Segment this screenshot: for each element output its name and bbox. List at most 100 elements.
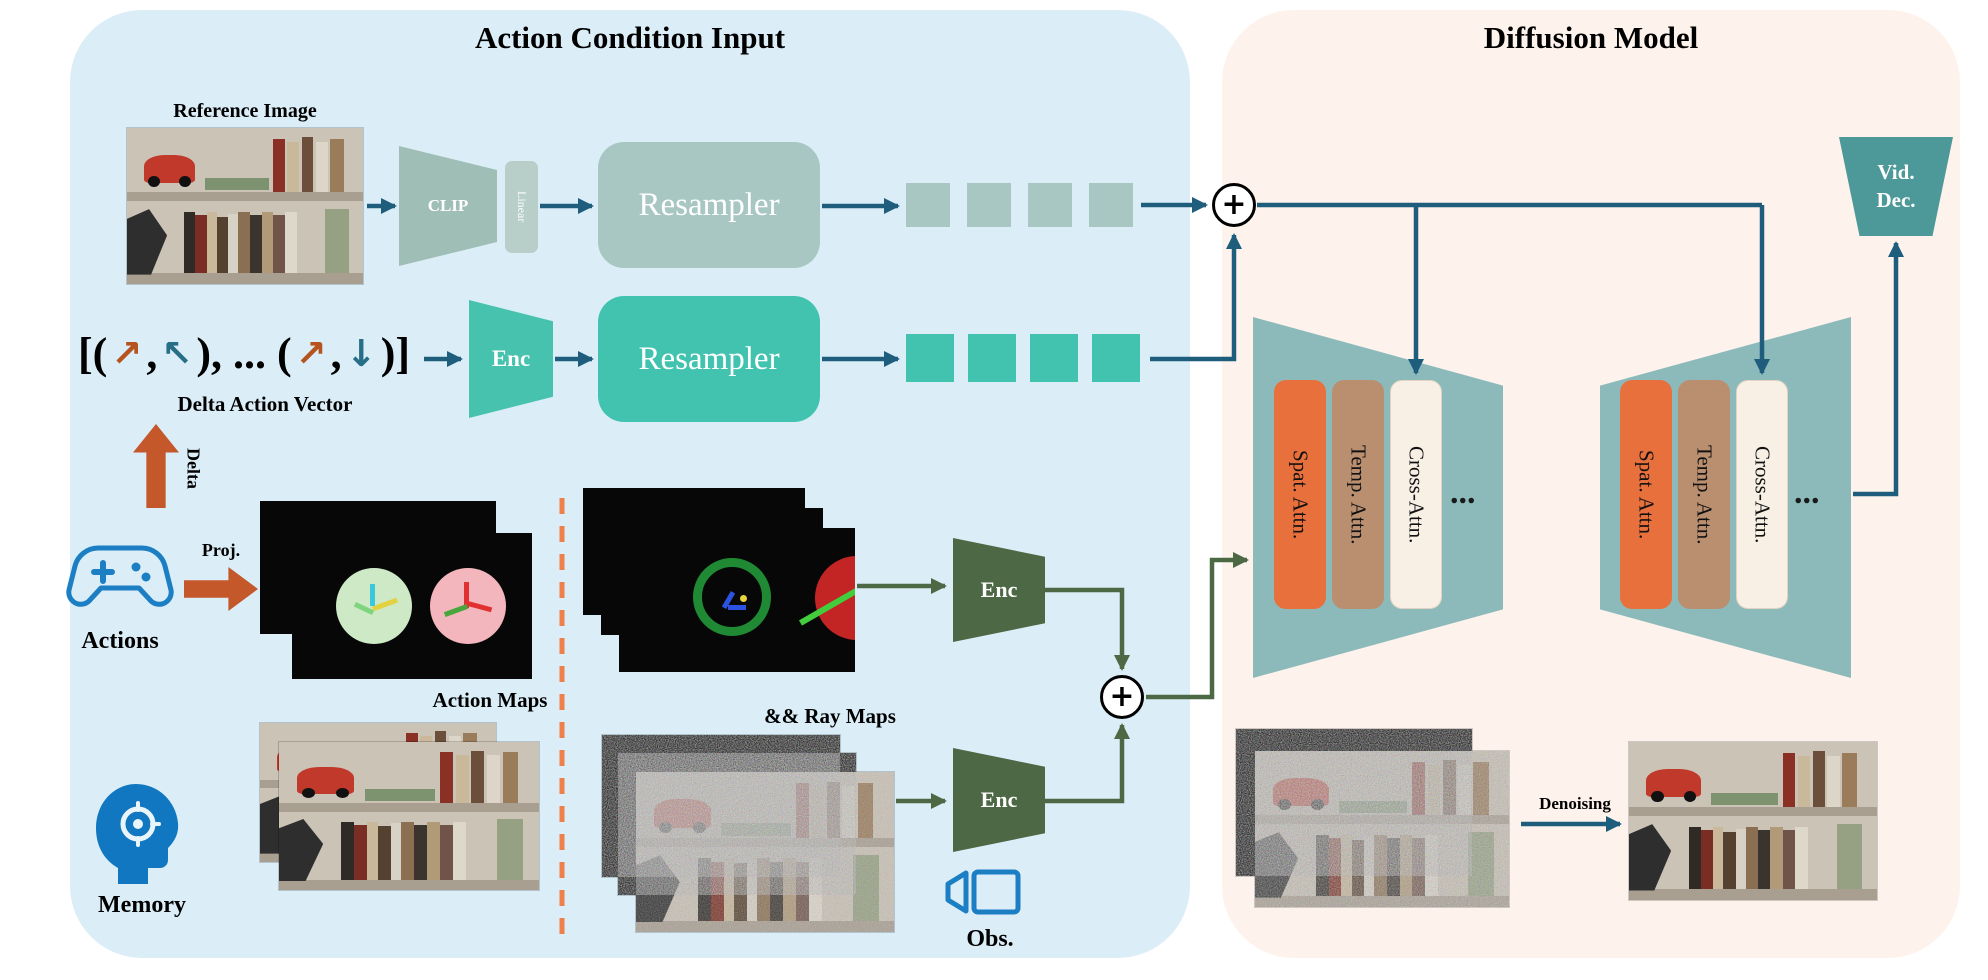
scene-detail [315, 142, 328, 192]
scene-detail [1688, 827, 1701, 889]
scene-detail [502, 752, 519, 803]
scene-detail [1710, 792, 1778, 806]
noise-texture [636, 772, 894, 932]
gamepad-icon [66, 545, 174, 607]
scene-detail [1713, 827, 1724, 889]
scene-detail [401, 821, 415, 880]
scene-detail [1782, 753, 1796, 807]
scene-detail [301, 137, 314, 192]
scene-detail [1795, 827, 1808, 889]
token [1030, 334, 1078, 382]
spat-attn-bar-1: Spat. Attn. [1274, 380, 1326, 609]
scene-detail [285, 212, 297, 274]
video-decoder: Vid. Dec. [1839, 137, 1953, 236]
scene-detail [127, 209, 168, 275]
noisy-obs-frame-front [635, 771, 895, 933]
scene-detail [1770, 827, 1783, 889]
scene-detail [497, 818, 524, 880]
resampler-action: Resampler [598, 296, 820, 422]
token [968, 334, 1016, 382]
scene-detail [287, 142, 300, 192]
scene-detail [1812, 751, 1825, 807]
scene-detail [1629, 806, 1877, 817]
scene-detail [487, 755, 500, 803]
scene-detail [455, 755, 469, 803]
scene-detail [1700, 830, 1714, 889]
scene-detail [325, 209, 349, 274]
scene-detail [204, 177, 269, 191]
linear-layer: Linear [505, 161, 538, 253]
obs-encoder: Enc [953, 748, 1045, 852]
scene-detail [453, 821, 467, 880]
cross-attn-bar-1: Cross-Attn. [1390, 380, 1442, 609]
left-panel-title: Action Condition Input [474, 20, 786, 55]
obs-label: Obs. [966, 926, 1014, 952]
token [967, 183, 1011, 227]
ray-map-frame-front [619, 528, 855, 672]
scene-detail [249, 215, 262, 274]
scene-detail [127, 191, 363, 202]
scene-detail [273, 138, 286, 192]
scene-detail [1723, 832, 1736, 889]
noise-texture [1255, 751, 1509, 907]
delta-arrow-label: Delta [183, 447, 204, 489]
scene-detail [273, 215, 286, 274]
vec-comma-2: , [330, 328, 342, 378]
scene-detail [471, 750, 485, 803]
proj-label: Proj. [201, 540, 241, 560]
scene-detail [354, 824, 368, 880]
scene-detail [1842, 753, 1858, 807]
scene-detail [178, 176, 191, 188]
scene-detail [1745, 827, 1758, 889]
scene-detail [1757, 830, 1771, 889]
vec-arrow-2: ↖ [161, 331, 193, 375]
action-maps-label: Action Maps [432, 688, 548, 712]
scene-detail [1782, 830, 1796, 889]
vec-mid: ), ... ( [196, 328, 292, 378]
reference-image-label: Reference Image [173, 100, 317, 122]
action-map-frame-front [292, 533, 532, 679]
memory-photo-front [278, 741, 540, 891]
scene-detail [329, 138, 345, 192]
vid-dec-line1: Vid. [1877, 160, 1915, 185]
action-tokens [906, 334, 1140, 382]
scene-detail [1683, 790, 1696, 803]
scene-detail [1629, 888, 1877, 900]
ellipsis-1: ... [1450, 474, 1476, 511]
scene-detail [302, 787, 316, 799]
scene-detail [336, 787, 350, 799]
scene-detail [414, 824, 428, 880]
action-gauge-left [336, 568, 412, 644]
scene-detail [440, 752, 454, 803]
actions-label: Actions [81, 628, 159, 654]
token [1089, 183, 1133, 227]
scene-detail [341, 821, 355, 880]
camera-icon [945, 869, 1021, 915]
vec-comma-1: , [146, 328, 158, 378]
scene-detail [237, 212, 250, 274]
scene-detail [195, 215, 208, 274]
token [906, 183, 950, 227]
right-panel-title: Diffusion Model [1483, 20, 1699, 55]
ellipsis-2: ... [1794, 474, 1820, 511]
token [906, 334, 954, 382]
scene-detail [377, 826, 391, 880]
token [1092, 334, 1140, 382]
scene-detail [127, 273, 363, 284]
scene-detail [440, 824, 454, 880]
scene-detail [148, 176, 161, 188]
action-gauge-right [430, 568, 506, 644]
vec-arrow-1: ↗ [111, 331, 143, 375]
scene-detail [228, 213, 238, 274]
scene-detail [427, 821, 441, 880]
scene-detail [1735, 828, 1746, 889]
scene-detail [183, 212, 196, 274]
image-tokens [906, 183, 1133, 227]
scene-detail [367, 821, 378, 880]
reference-photo [126, 127, 364, 285]
scene-detail [390, 823, 402, 880]
delta-action-vector: [(↗,↖), ... (↗,↓)] [76, 318, 412, 388]
scene-detail [364, 789, 435, 802]
temp-attn-bar-2: Temp. Attn. [1678, 380, 1730, 609]
